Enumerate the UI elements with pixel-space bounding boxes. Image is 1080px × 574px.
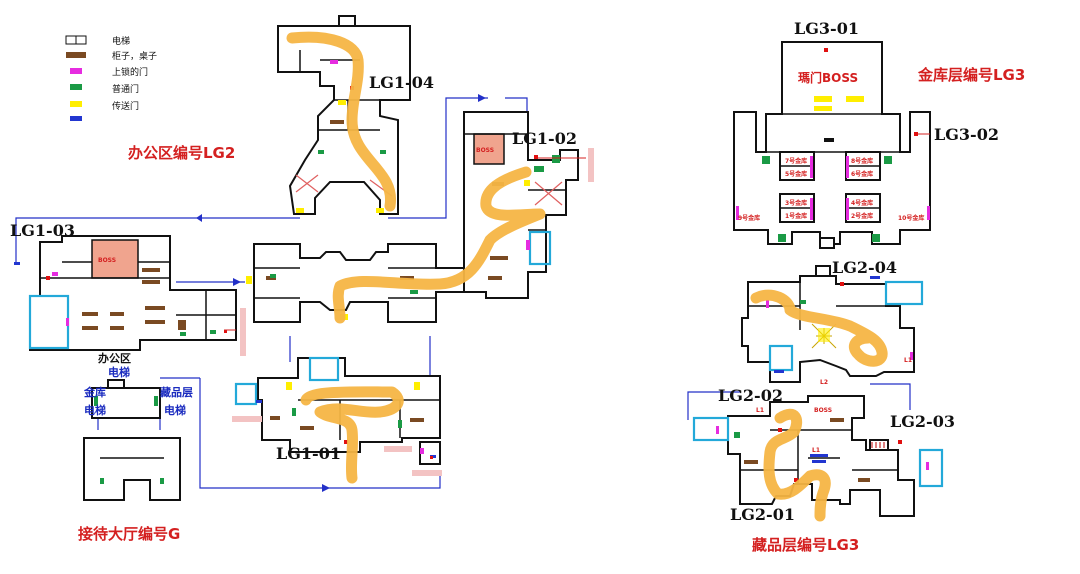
zone-title-collection: 藏品层编号LG3 (752, 536, 859, 554)
collection-boss-label: BOSS (814, 407, 832, 414)
vault-8-label: 8号金库 (851, 157, 873, 165)
legend-label-desk: 柜子，桌子 (112, 50, 157, 62)
vault-elevator-l1: 金库 (83, 385, 106, 399)
vault-7-label: 7号金库 (785, 157, 807, 165)
legend-label-normal-door: 普通门 (112, 83, 139, 95)
side-notes-left (232, 148, 594, 476)
legend: 电梯 柜子，桌子 上锁的门 普通门 传送门 (65, 35, 157, 121)
collection-lv-d-label: L2 (820, 379, 828, 386)
zone-title-office: 办公区编号LG2 (128, 144, 235, 162)
collection-lower-cyan-1 (692, 416, 730, 442)
collection-elevator-l1: 藏品层 (160, 385, 193, 399)
point-lg2-03: LG2-03 (890, 412, 955, 431)
vault-4-label: 4号金库 (851, 199, 873, 207)
point-lg1-01: LG1-01 (276, 444, 341, 463)
legend-label-portal: 传送门 (112, 100, 139, 112)
boss-room-east (473, 133, 505, 165)
routes-left (286, 31, 546, 484)
legend-desk-swatch (66, 52, 86, 58)
legend-locked-door-swatch (70, 68, 82, 74)
vault-level: 瑪门BOSS 7号金库 5号金库 8号金库 6号金库 3号金库 1号金库 4号金… (733, 41, 931, 249)
vault-2-label: 2号金库 (851, 212, 873, 220)
collection-upper-cyan (884, 280, 924, 306)
vault-6-label: 6号金库 (851, 170, 873, 178)
vault-elevator-l2: 电梯 (84, 403, 106, 417)
collection-lower-cyan-2 (918, 448, 944, 488)
legend-label-locked-door: 上锁的门 (112, 66, 148, 78)
south-cyan-room (308, 356, 340, 382)
boss-room-west (91, 239, 139, 279)
flow-lines-left (15, 94, 528, 492)
office-area-label: 办公区 (98, 351, 131, 365)
collection-lv-b-label: L1 (812, 447, 820, 454)
legend-elevator-door-swatch (70, 116, 82, 121)
vault-1-label: 1号金库 (785, 212, 807, 220)
point-lg2-04: LG2-04 (832, 258, 897, 277)
routes-right (750, 289, 888, 522)
vault-10-label: 10号金库 (898, 214, 924, 222)
legend-portal-swatch (70, 101, 82, 107)
lobby-elevator-label: 电梯 (108, 365, 130, 379)
boss-b-label: BOSS (476, 147, 494, 154)
zone-title-vault: 金库层编号LG3 (917, 66, 1025, 84)
point-lg2-01: LG2-01 (730, 505, 795, 524)
collection-lv-c-label: L1 (904, 357, 912, 364)
point-lg1-03: LG1-03 (10, 221, 75, 240)
collection-lv-a-label: L1 (756, 407, 764, 414)
vault-3-label: 3号金库 (785, 199, 807, 207)
collection-elevator-l2: 电梯 (164, 403, 186, 417)
point-lg3-02: LG3-02 (934, 125, 999, 144)
horse-boss-label: 瑪门BOSS (798, 70, 858, 85)
point-lg1-04: LG1-04 (369, 73, 434, 92)
legend-label-elevator: 电梯 (112, 35, 130, 47)
legend-normal-door-swatch (70, 84, 82, 90)
vault-5-label: 5号金库 (785, 170, 807, 178)
zone-title-lobby: 接待大厅编号G (78, 525, 180, 543)
vault-9-label: 9号金库 (738, 214, 760, 222)
desks-left (82, 120, 508, 430)
point-lg1-02: LG1-02 (512, 129, 577, 148)
point-lg3-01: LG3-01 (794, 19, 859, 38)
point-lg2-02: LG2-02 (718, 386, 783, 405)
boss-a-label: BOSS (98, 257, 116, 264)
